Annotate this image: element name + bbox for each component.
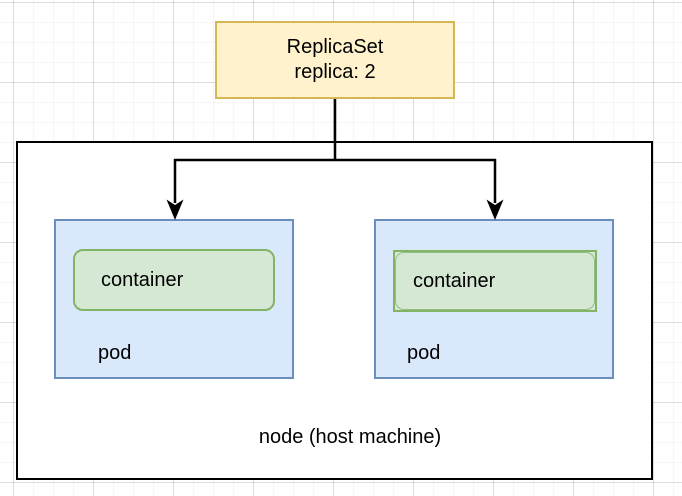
container-box-1: container	[73, 249, 275, 311]
container-label-1: container	[101, 268, 184, 291]
pod-label-1: pod	[98, 342, 132, 364]
pod-box-2: container pod	[374, 219, 614, 379]
container-label-2: container	[413, 269, 496, 292]
replicaset-box: ReplicaSet replica: 2	[215, 21, 455, 99]
container-box-2: container	[393, 250, 597, 312]
node-label: node (host machine)	[258, 426, 442, 448]
container-box-2-rounded-outline: container	[395, 252, 595, 310]
replicaset-replica-count: replica: 2	[294, 61, 376, 83]
replicaset-title: ReplicaSet	[286, 36, 384, 58]
pod-label-2: pod	[407, 342, 441, 364]
pod-box-1: container pod	[54, 219, 294, 379]
